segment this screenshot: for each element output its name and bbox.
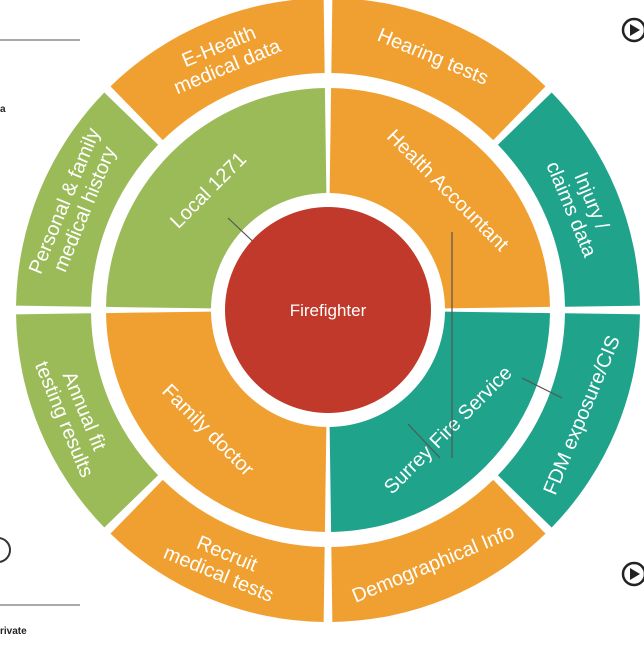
outer-segment-injury-claims-data[interactable]: Injury /claims data [497, 92, 640, 307]
outer-segment-annual-fit-testing-results[interactable]: Annual fittesting results [16, 313, 159, 528]
outer-segment-e-health-medical-data[interactable]: E-Healthmedical data [110, 0, 325, 141]
connector-lines [227, 217, 563, 459]
outer-segment-personal-family-medical-history-shape [16, 92, 159, 307]
inner-segment-family-doctor-shape [106, 311, 327, 532]
outer-segment-recruit-medical-tests[interactable]: Recruitmedical tests [110, 479, 325, 622]
edge-arc [0, 537, 11, 563]
edge-text-bottom: rivate [0, 626, 27, 637]
play-icon[interactable] [621, 561, 644, 587]
inner-segment-family-doctor[interactable]: Family doctor [106, 311, 327, 532]
outer-segment-injury-claims-data-shape [497, 92, 640, 307]
outer-segment-annual-fit-testing-results-shape [16, 313, 159, 528]
outer-segment-hearing-tests-shape [331, 0, 546, 141]
outer-segment-recruit-medical-tests-shape [110, 479, 325, 622]
inner-segment-health-accountant-shape [329, 88, 550, 309]
center-label: Firefighter [290, 301, 367, 320]
outer-segment-hearing-tests[interactable]: Hearing tests [331, 0, 546, 141]
inner-segment-local-1271[interactable]: Local 1271 [106, 88, 327, 309]
inner-segment-local-1271-shape [106, 88, 327, 309]
play-icon[interactable] [621, 17, 644, 43]
inner-segment-surrey-fire-service-shape [329, 311, 550, 532]
connector-line [521, 377, 563, 399]
outer-segment-e-health-medical-data-shape [110, 0, 325, 141]
connector-line [407, 423, 441, 459]
outer-segment-demographical-info-shape [331, 479, 546, 622]
center-node[interactable]: Firefighter [225, 207, 431, 413]
outer-segment-fdm-exposure-cis-shape [497, 313, 640, 528]
center-circle [225, 207, 431, 413]
edge-text-top: a [0, 104, 6, 115]
outer-segment-personal-family-medical-history[interactable]: Personal & familymedical history [16, 92, 159, 307]
